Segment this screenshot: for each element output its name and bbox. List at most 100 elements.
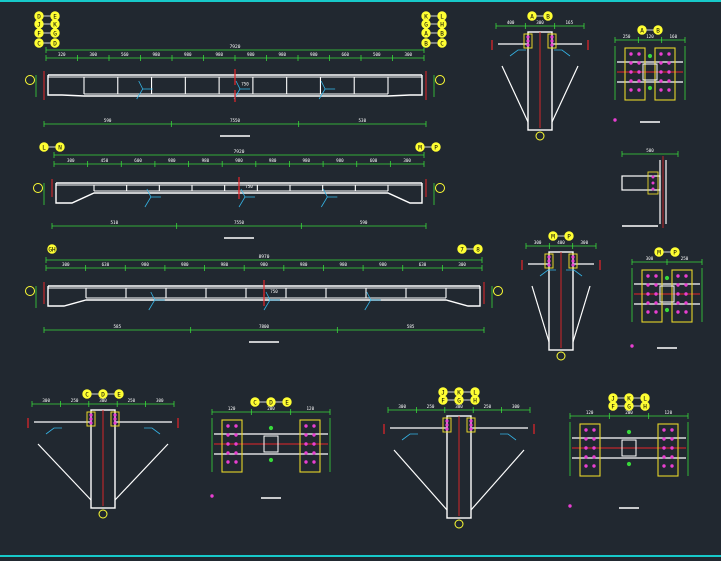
detail-dim-value: 300 [398,404,406,409]
detail-dim-value: 300 [455,404,463,409]
bottom-dim-value: 590 [104,118,112,123]
detail-dim-value: 250 [128,398,136,403]
bolt [654,310,658,314]
bolt [684,301,688,305]
end-plate [86,411,96,427]
detail-dim-value: 120 [307,406,315,411]
column-marker [25,286,35,296]
axis-bubble-letter: G [53,31,57,38]
span-dim-value: 600 [370,158,378,163]
detail-dim-value: 300 [534,240,542,245]
span-dim-value: 320 [58,52,66,57]
bolt [654,301,658,305]
bottom-dim-value: 7550 [230,118,241,123]
bottom-dim-value: 7550 [234,220,245,225]
bolt [646,310,650,314]
axis-bubble-letter: GH [48,247,56,254]
bolt [637,79,641,83]
axis-bubble [608,401,618,411]
bolt [226,442,230,446]
overall-dim-value: 8970 [259,254,270,260]
bolt [226,433,230,437]
bolt [234,424,238,428]
bolt [662,428,666,432]
axis-bubble-letter: E [117,392,121,399]
bolt [667,70,671,74]
bolt [662,455,666,459]
axis-bubble [548,231,558,241]
axis-bubble [34,38,44,48]
axis-bubble-letter: A [530,14,534,21]
bolt [234,442,238,446]
bolt [592,464,596,468]
detail-dim-value: 500 [646,148,654,153]
detail-dim-value: 160 [670,34,678,39]
detail-dim-value: 300 [156,398,164,403]
detail-dim-value: 250 [623,34,631,39]
bolt [684,292,688,296]
haunch-brace [501,65,529,123]
end-plate [523,33,533,49]
bolt [234,460,238,464]
drawing-node [613,118,617,122]
axis-bubble-letter: F [441,398,445,405]
column-marker [535,131,545,141]
bolt [684,310,688,314]
bolt [676,274,680,278]
detail-dim-value: 120 [646,34,654,39]
beam-outline [47,286,481,307]
column-marker [454,519,464,529]
axis-bubble-letter: D [53,41,57,48]
axis-bubble [34,28,44,38]
bolt [113,421,117,425]
detail-dim-value: 300 [99,398,107,403]
bolt [312,424,316,428]
detail-dim-value: 250 [427,404,435,409]
drawing-node [210,494,214,498]
span-dim-value: 500 [373,52,381,57]
bolt [550,39,554,43]
axis-bubble [50,38,60,48]
axis-bubble-letter: A [640,28,644,35]
axis-bubble [47,244,57,254]
bracket-plate [647,171,659,195]
base-plate [654,47,676,101]
span-dim-value: 600 [134,158,142,163]
axis-bubble-letter: L [643,396,647,403]
drawing-node [630,344,634,348]
weld-leader [539,269,556,277]
detail-dim-value: 250 [484,404,492,409]
bolt [445,423,449,427]
axis-bubble [437,38,447,48]
bolt [304,451,308,455]
bolt [667,61,671,65]
axis-bubble-letter: C [440,41,444,48]
bottom-dim-value: 585 [114,324,122,329]
end-plate [110,411,120,427]
grid-point [647,85,653,91]
bracket-arm [621,175,661,191]
axis-bubble-letter: M [657,250,661,257]
weld-leader [554,49,571,57]
axis-bubble-letter: H [440,22,444,29]
span-dim-value: 980 [141,262,149,267]
bolt [667,88,671,92]
axis-bubble [470,395,480,405]
axis-bubble-letter: P [673,250,677,257]
axis-bubble [543,11,553,21]
grid-point [647,53,653,59]
axis-bubble-letter: B [546,14,550,21]
bolt [662,446,666,450]
bolt [547,259,551,263]
bolt [89,413,93,417]
bolt [547,263,551,267]
axis-bubble [437,19,447,29]
span-dim-value: 980 [379,262,387,267]
bolt [670,464,674,468]
axis-bubble-letter: M [551,234,555,241]
span-dim-value: 980 [184,52,192,57]
haunch-brace [531,285,550,343]
